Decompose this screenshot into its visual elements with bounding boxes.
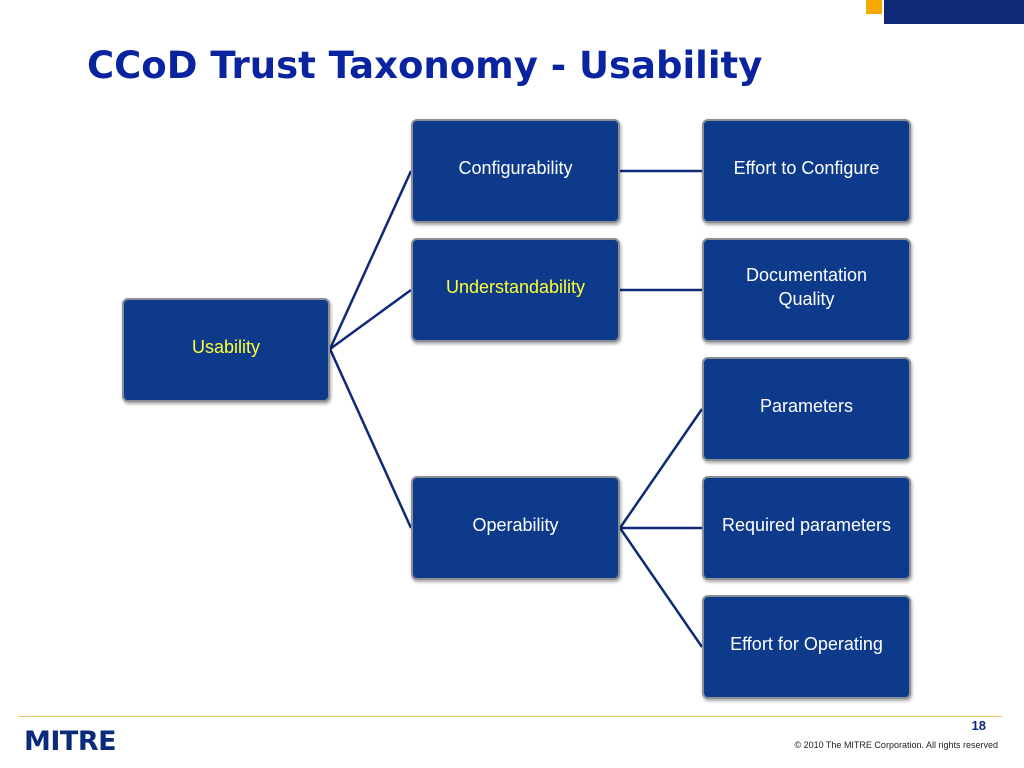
node-label: Configurability: [458, 158, 573, 178]
corner-accent-navy: [884, 0, 1024, 24]
node-usability: Usability: [122, 298, 330, 402]
footer-divider: [18, 716, 1002, 717]
connector-usability-understandability: [329, 288, 412, 351]
node-parameters: Parameters: [702, 357, 911, 461]
connector-operability-parameters: [618, 408, 704, 529]
node-label: Parameters: [759, 396, 854, 416]
node-label: Understandability: [445, 277, 586, 297]
copyright-notice: © 2010 The MITRE Corporation. All rights…: [794, 740, 998, 750]
connector-usability-operability: [328, 348, 413, 529]
node-label: Usability: [191, 337, 261, 357]
node-configurability: Configurability: [411, 119, 620, 223]
node-operability: Operability: [411, 476, 620, 580]
node-required-parameters: Required parameters: [702, 476, 911, 580]
mitre-logo: MITRE: [24, 726, 117, 757]
corner-accent-gold: [866, 0, 882, 14]
slide-title: CCoD Trust Taxonomy - Usability: [87, 44, 763, 87]
node-label: Documentation Quality: [745, 265, 868, 309]
node-effort-to-configure: Effort to Configure: [702, 119, 911, 223]
connector-operability-effort-for-operating: [618, 527, 704, 648]
page-number: 18: [971, 718, 986, 733]
connector-usability-configurability: [328, 170, 413, 350]
node-label: Effort to Configure: [733, 158, 880, 178]
node-understandability: Understandability: [411, 238, 620, 342]
node-documentation-quality: Documentation Quality: [702, 238, 911, 342]
node-label: Operability: [472, 515, 559, 535]
node-effort-for-operating: Effort for Operating: [702, 595, 911, 699]
node-label: Required parameters: [721, 515, 892, 535]
node-label: Effort for Operating: [730, 634, 883, 654]
